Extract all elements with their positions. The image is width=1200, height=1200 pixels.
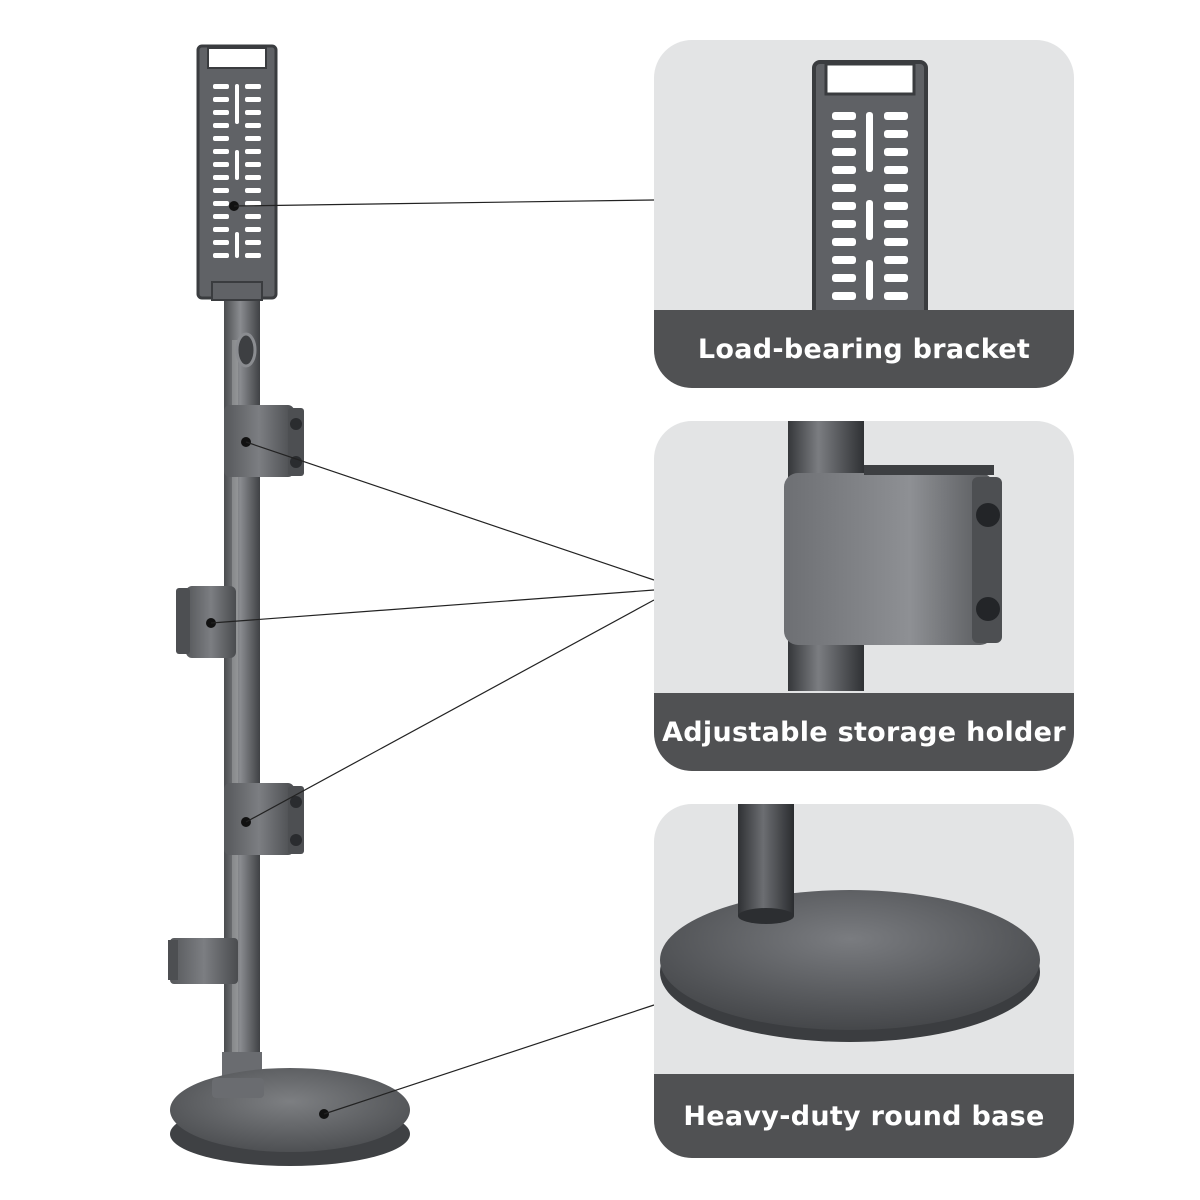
feature-label: Load-bearing bracket xyxy=(654,310,1074,388)
feature-card-holder: Adjustable storage holder xyxy=(654,421,1074,771)
accessory-holder xyxy=(168,938,238,984)
storage-holder xyxy=(224,405,304,477)
feature-label: Adjustable storage holder xyxy=(654,693,1074,771)
round-base xyxy=(170,1068,410,1166)
storage-holder xyxy=(176,586,236,658)
feature-label: Heavy-duty round base xyxy=(654,1074,1074,1158)
feature-card-bracket: Load-bearing bracket xyxy=(654,40,1074,388)
load-bearing-bracket xyxy=(196,44,278,301)
base-photo-icon xyxy=(660,804,1040,1042)
bracket-photo-icon xyxy=(812,60,928,310)
storage-holder xyxy=(224,783,304,855)
callout-lines xyxy=(210,199,655,1115)
feature-card-base: Heavy-duty round base xyxy=(654,804,1074,1158)
holder-photo-icon xyxy=(784,421,1002,691)
